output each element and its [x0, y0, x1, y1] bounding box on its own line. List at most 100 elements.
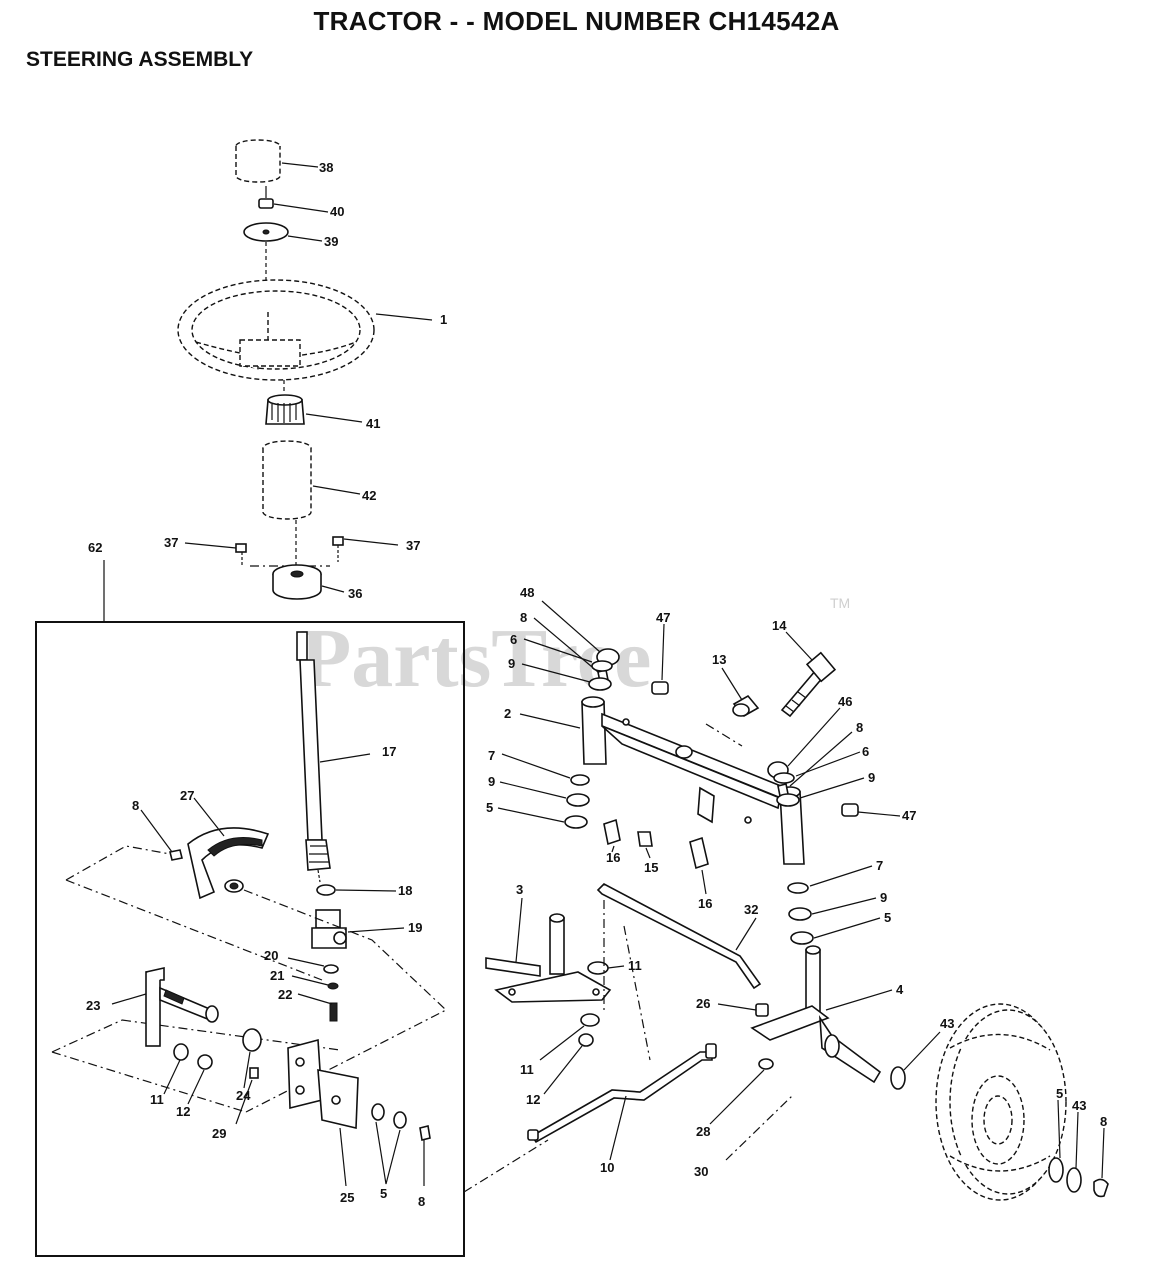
part-41-adapter	[265, 394, 305, 425]
callout-label: 4	[896, 982, 904, 997]
part-10-drag-link	[527, 1043, 717, 1144]
callout-label: 6	[862, 744, 869, 759]
part-5-washer-kit-a	[371, 1103, 385, 1121]
callout-label: 8	[132, 798, 139, 813]
part-5-washer-outer	[1048, 1157, 1064, 1183]
part-22-bolt	[329, 1002, 338, 1022]
part-32-tie-rod	[596, 883, 762, 990]
callout-label: 27	[180, 788, 194, 803]
callout-label: 48	[520, 585, 534, 600]
callout-label: 23	[86, 998, 100, 1013]
callout-label: 29	[212, 1126, 226, 1141]
callout-label: 8	[1100, 1114, 1107, 1129]
callout-label: 5	[1056, 1086, 1063, 1101]
callout-label: 12	[526, 1092, 540, 1107]
part-28-washer	[758, 1058, 774, 1070]
part-25-bracket	[287, 1038, 359, 1130]
part-9-bearing-left	[566, 793, 590, 807]
part-43-washer-inner	[890, 1066, 906, 1090]
part-21-lockwasher	[327, 982, 339, 990]
part-9-bearing-top-right	[776, 793, 800, 807]
callout-label: 5	[884, 910, 891, 925]
callout-label: 2	[504, 706, 511, 721]
part-8-clip-left	[169, 849, 183, 861]
part-1-steering-wheel	[177, 279, 375, 381]
watermark-tm: TM	[830, 595, 850, 611]
part-11-washer-spindle	[587, 961, 609, 975]
page-title: TRACTOR - - MODEL NUMBER CH14542A	[313, 6, 840, 36]
callout-labels: 38 40 39 1 41 42 37 37 36 62 17 8 27 18 …	[86, 160, 1107, 1209]
part-11-washer-lower	[580, 1013, 600, 1027]
part-47-fitting-right	[841, 803, 859, 817]
callout-label: 47	[902, 808, 916, 823]
callout-label: 42	[362, 488, 376, 503]
callout-label: 9	[868, 770, 875, 785]
part-6-washer-top-left	[591, 660, 613, 672]
callout-label: 9	[880, 890, 887, 905]
part-2-front-axle	[581, 696, 805, 865]
callout-label: 16	[606, 850, 620, 865]
callout-label: 18	[398, 883, 412, 898]
callout-label: 32	[744, 902, 758, 917]
callout-label: 19	[408, 920, 422, 935]
part-5-washer-kit-b	[393, 1111, 407, 1129]
part-3-spindle-left	[485, 913, 612, 1003]
part-37-screw-left	[235, 543, 247, 566]
callout-label: 38	[319, 160, 333, 175]
part-37-screw-right	[332, 536, 344, 562]
part-38-cap	[235, 139, 281, 183]
part-17-steering-shaft	[296, 631, 331, 883]
callout-label: 43	[940, 1016, 954, 1031]
part-9-bearing-right	[788, 907, 812, 921]
part-36-bushing	[272, 564, 322, 600]
part-4-spindle-right	[750, 945, 882, 1084]
callout-label: 25	[340, 1190, 354, 1205]
part-42-column-boot	[262, 440, 312, 520]
callout-label: 9	[508, 656, 515, 671]
callout-label: 47	[656, 610, 670, 625]
part-39-washer	[243, 222, 289, 242]
part-16-pin-right	[689, 836, 709, 870]
callout-label: 20	[264, 948, 278, 963]
kit-outline	[35, 621, 465, 1257]
callout-label: 11	[150, 1092, 164, 1107]
part-11-washer-left	[173, 1043, 189, 1061]
part-40-nut	[258, 198, 274, 209]
callout-label: 16	[698, 896, 712, 911]
part-43-washer-outer	[1066, 1167, 1082, 1193]
callout-label: 8	[856, 720, 863, 735]
part-13-spacer	[732, 694, 760, 718]
wheel-tire	[935, 1003, 1067, 1201]
callout-label: 37	[164, 535, 178, 550]
callout-label: 28	[696, 1124, 710, 1139]
callout-label: 15	[644, 860, 658, 875]
part-47-fitting-left	[651, 681, 669, 695]
part-8-clip-outer	[1093, 1178, 1109, 1198]
callout-label: 17	[382, 744, 396, 759]
part-6-washer-top-right	[773, 772, 795, 784]
callout-label: 7	[488, 748, 495, 763]
callout-label: 10	[600, 1160, 614, 1175]
part-18-washer	[316, 884, 336, 896]
section-title: STEERING ASSEMBLY	[26, 48, 254, 71]
part-7-washer-right	[787, 882, 809, 894]
callout-label: 8	[520, 610, 527, 625]
callout-label: 22	[278, 987, 292, 1002]
callout-label: 3	[516, 882, 523, 897]
part-14-pivot-bolt	[780, 651, 837, 718]
part-19-steering-block	[311, 909, 347, 949]
part-5-washer-left	[564, 815, 588, 829]
part-20-washer	[323, 964, 339, 974]
callout-label: 24	[236, 1088, 251, 1103]
part-23-pivot-shaft	[145, 967, 219, 1047]
part-29-screw	[249, 1067, 259, 1079]
watermark-text: PartsTree	[300, 612, 651, 705]
part-15-fitting	[637, 831, 653, 847]
callout-label: 13	[712, 652, 726, 667]
callout-label: 5	[486, 800, 493, 815]
callout-label: 41	[366, 416, 380, 431]
callout-label: 37	[406, 538, 420, 553]
callout-label: 62	[88, 540, 102, 555]
callout-label: 21	[270, 968, 284, 983]
callout-label: 39	[324, 234, 338, 249]
